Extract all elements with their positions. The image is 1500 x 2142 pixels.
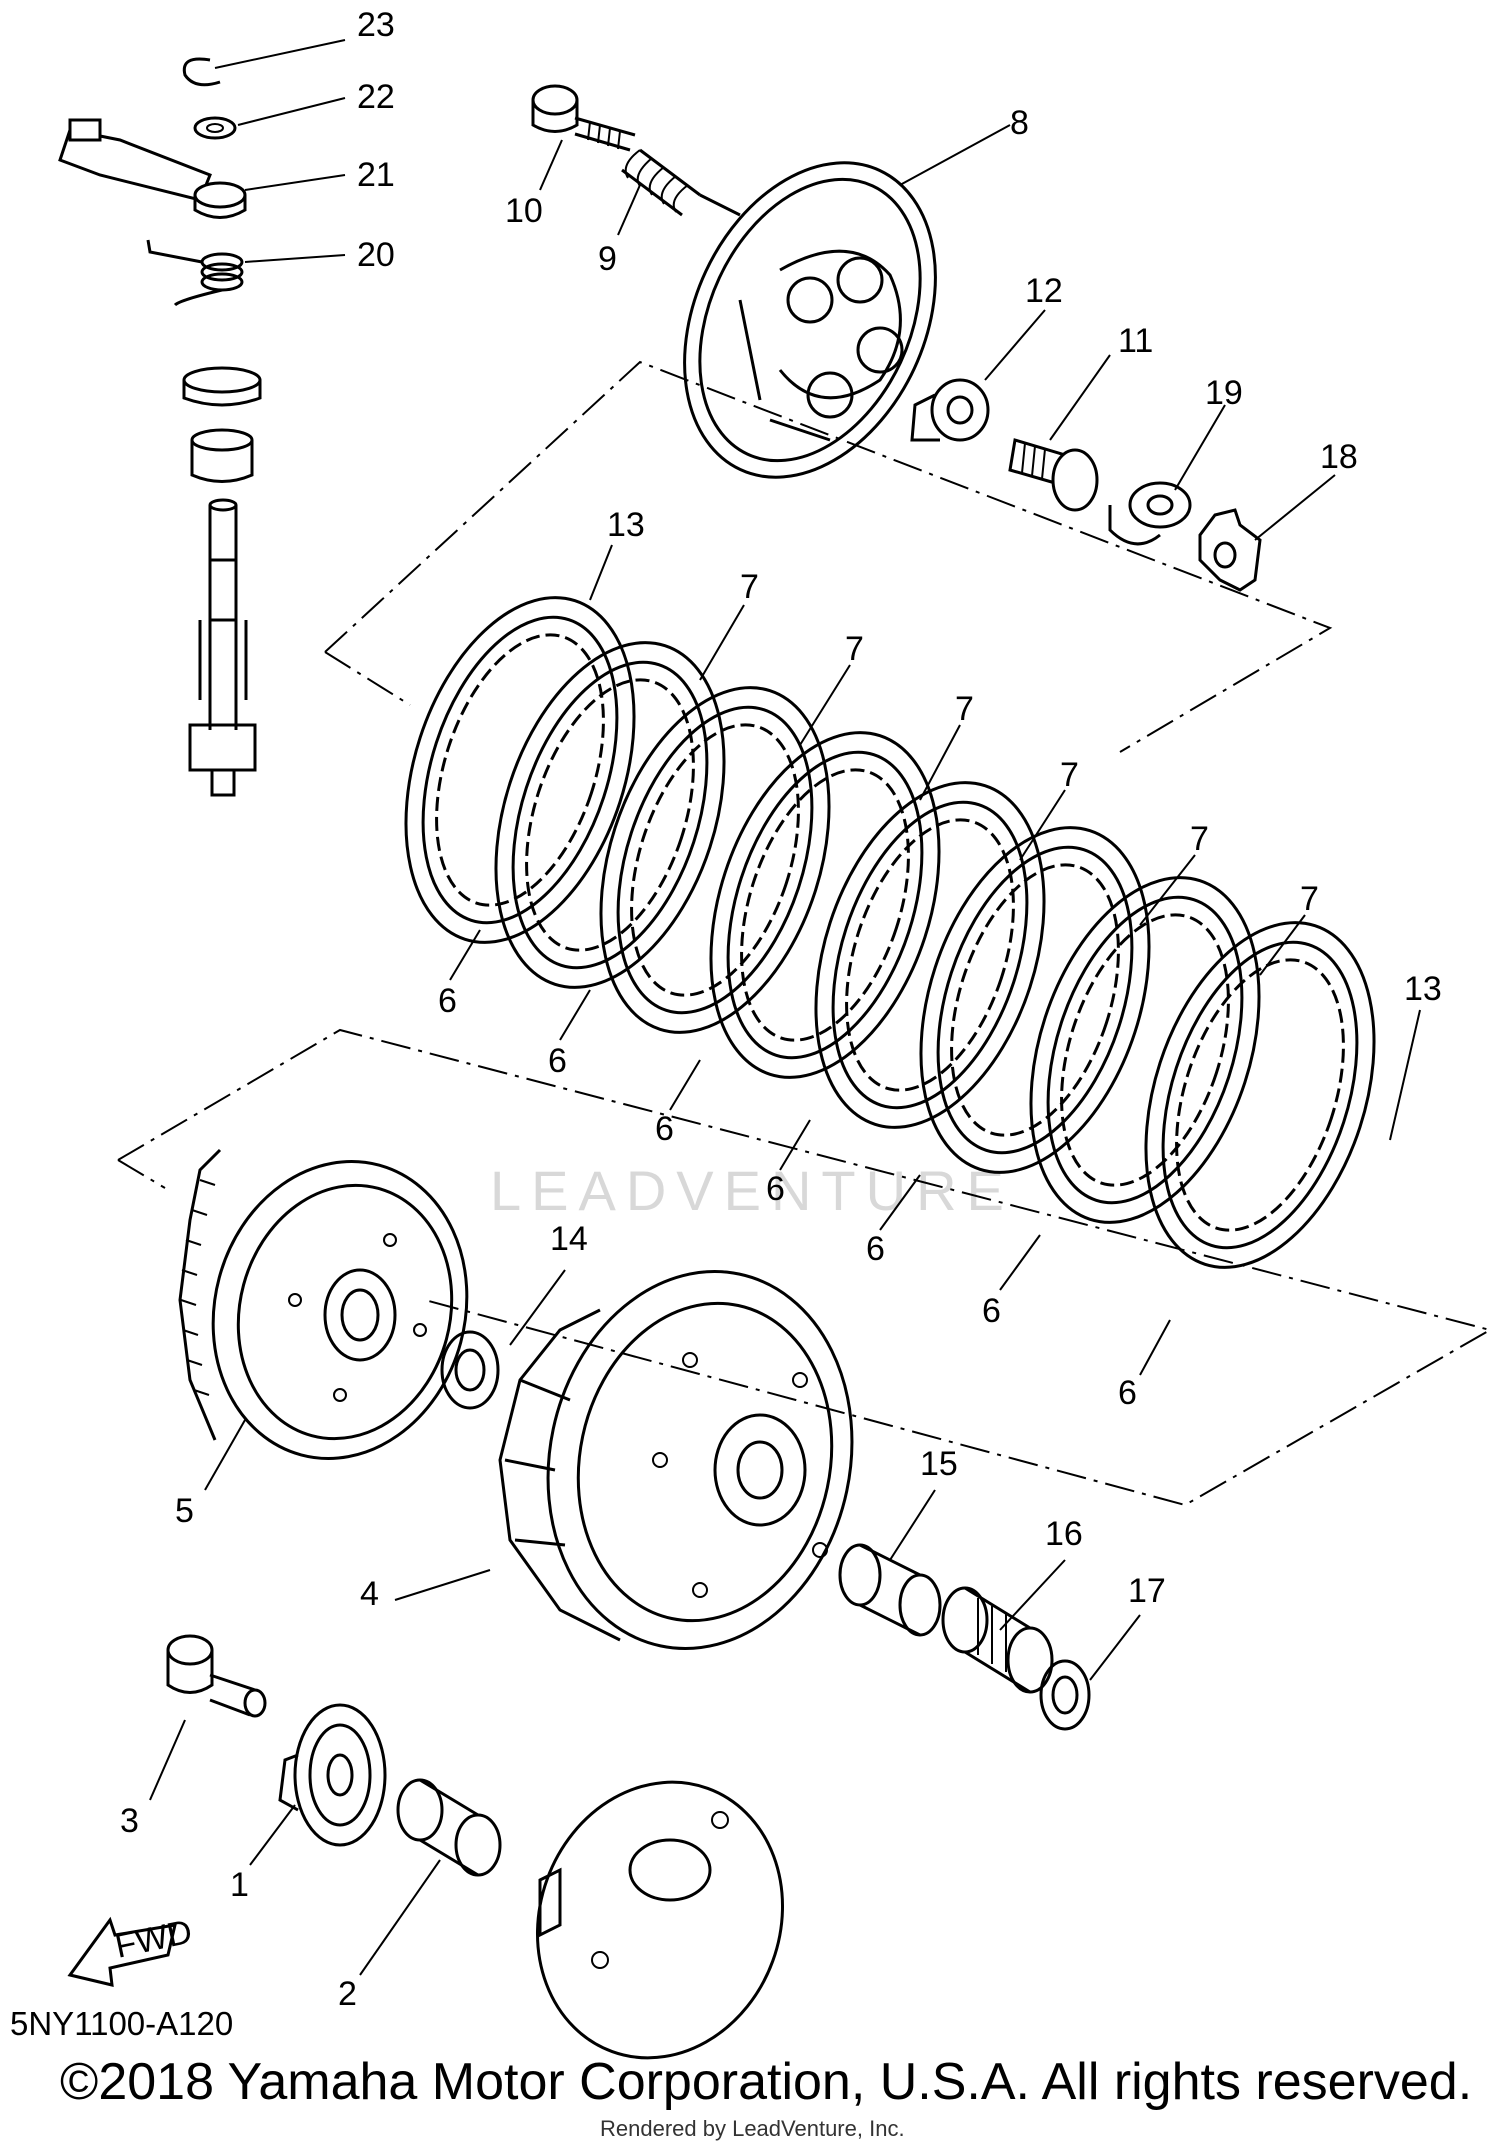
friction-plate-part bbox=[599, 686, 831, 1034]
callout-4: 4 bbox=[360, 1575, 379, 1613]
needle-bearing-part bbox=[941, 1586, 1054, 1694]
callout-6c: 6 bbox=[655, 1110, 674, 1148]
friction-plate-part bbox=[1144, 921, 1376, 1269]
callout-6b: 6 bbox=[548, 1042, 567, 1080]
crank-housing-part bbox=[535, 1780, 785, 2060]
callout-3: 3 bbox=[120, 1802, 139, 1840]
rendered-by-text: Rendered by LeadVenture, Inc. bbox=[600, 2116, 905, 2141]
callout-23: 23 bbox=[357, 6, 395, 44]
primary-driven-gear-part bbox=[178, 1148, 469, 1460]
callout-17: 17 bbox=[1128, 1572, 1166, 1610]
callout-8: 8 bbox=[1010, 104, 1029, 142]
callout-7b: 7 bbox=[845, 630, 864, 668]
push-rod-part bbox=[1008, 438, 1099, 512]
callout-18: 18 bbox=[1320, 438, 1358, 476]
copyright-text: ©2018 Yamaha Motor Corporation, U.S.A. A… bbox=[60, 2053, 1473, 2111]
primary-drive-nut-part bbox=[166, 1634, 267, 1718]
thrust-washer-part bbox=[440, 1330, 500, 1410]
watermark-text: LEADVENTURE bbox=[490, 1159, 1014, 1222]
friction-plate-part bbox=[814, 781, 1046, 1129]
primary-drive-gear-part bbox=[278, 1703, 387, 1847]
callout-13-top: 13 bbox=[607, 506, 645, 544]
callout-6f: 6 bbox=[982, 1292, 1001, 1330]
friction-plate-part bbox=[919, 826, 1151, 1174]
pressure-plate-part bbox=[683, 161, 937, 479]
fwd-arrow-icon: FWD bbox=[67, 1913, 196, 1987]
callout-6g: 6 bbox=[1118, 1374, 1137, 1412]
diagram-code: 5NY1100-A120 bbox=[10, 2005, 234, 2042]
circlip-part bbox=[182, 57, 221, 87]
friction-plate-part bbox=[404, 596, 636, 944]
callout-7f: 7 bbox=[1300, 880, 1319, 918]
callout-7a: 7 bbox=[740, 568, 759, 606]
leader-lines bbox=[149, 39, 1421, 1976]
friction-plate-part bbox=[709, 731, 941, 1079]
clutch-housing-part bbox=[498, 1270, 854, 1650]
callout-6e: 6 bbox=[866, 1230, 885, 1268]
callout-9: 9 bbox=[598, 240, 617, 278]
callout-2: 2 bbox=[338, 1975, 357, 2013]
callout-7c: 7 bbox=[955, 690, 974, 728]
washer-part bbox=[193, 116, 237, 140]
callout-15: 15 bbox=[920, 1445, 958, 1483]
callout-20: 20 bbox=[357, 236, 395, 274]
thrust-washer-17-part bbox=[1039, 1659, 1091, 1731]
callout-10: 10 bbox=[505, 192, 543, 230]
push-rod-bearing-part bbox=[910, 378, 990, 442]
clutch-spring-part bbox=[621, 148, 741, 217]
lock-washer-part bbox=[1198, 508, 1262, 592]
callout-7d: 7 bbox=[1060, 756, 1079, 794]
lock-nut-part bbox=[1108, 481, 1192, 546]
callout-7e: 7 bbox=[1190, 820, 1209, 858]
callout-14: 14 bbox=[550, 1220, 588, 1258]
callout-16: 16 bbox=[1045, 1515, 1083, 1553]
callout-22: 22 bbox=[357, 78, 395, 116]
callout-19: 19 bbox=[1205, 374, 1243, 412]
clutch-bolt-part bbox=[531, 84, 636, 152]
callout-21: 21 bbox=[357, 156, 395, 194]
fwd-label: FWD bbox=[112, 1913, 196, 1966]
clutch-plate-stack bbox=[404, 596, 1376, 1269]
callout-6d: 6 bbox=[766, 1170, 785, 1208]
callout-12: 12 bbox=[1025, 272, 1063, 310]
callout-13-bottom: 13 bbox=[1404, 970, 1442, 1008]
callout-labels: 23 22 21 20 8 9 10 12 11 19 18 13 7 7 7 … bbox=[120, 6, 1442, 2013]
callout-11: 11 bbox=[1118, 322, 1153, 360]
callout-5: 5 bbox=[175, 1492, 194, 1530]
kick-shaft-assembly bbox=[58, 57, 262, 797]
collar-part bbox=[396, 1778, 502, 1877]
kick-spring-part bbox=[146, 239, 244, 307]
friction-plate-part bbox=[494, 641, 726, 989]
callout-1: 1 bbox=[230, 1866, 249, 1904]
upper-plate-group-outline bbox=[324, 360, 1333, 753]
kick-shaft-part bbox=[208, 505, 238, 730]
kick-bearing-part bbox=[182, 366, 262, 394]
callout-6a: 6 bbox=[438, 982, 457, 1020]
friction-plate-part bbox=[1029, 876, 1261, 1224]
lower-plate-group-outline bbox=[117, 1028, 1493, 1507]
